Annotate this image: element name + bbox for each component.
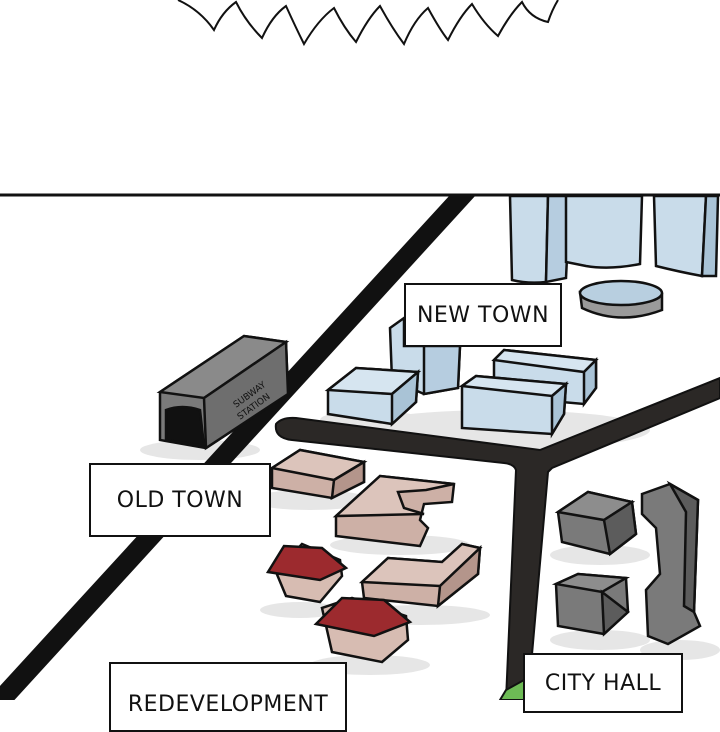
red-roof-houses bbox=[265, 542, 413, 664]
park-green bbox=[498, 678, 530, 700]
subway-station bbox=[156, 334, 290, 451]
city-hall-label: CITY HALL bbox=[523, 653, 683, 713]
redevelopment-label: REDEVELOPMENT bbox=[109, 662, 347, 732]
new-town-towers bbox=[508, 194, 720, 284]
fountain bbox=[578, 279, 664, 319]
subway-line bbox=[0, 195, 476, 700]
old-town-label: OLD TOWN bbox=[89, 463, 271, 537]
new-town-blocks bbox=[324, 315, 599, 439]
map-illustration: SUBWAY STATION bbox=[0, 0, 720, 700]
old-town-buildings bbox=[268, 448, 483, 609]
roads bbox=[274, 376, 720, 700]
new-town-label: NEW TOWN bbox=[404, 283, 562, 347]
city-hall-buildings bbox=[551, 480, 702, 646]
spiky-bubble-edge bbox=[177, 0, 559, 47]
